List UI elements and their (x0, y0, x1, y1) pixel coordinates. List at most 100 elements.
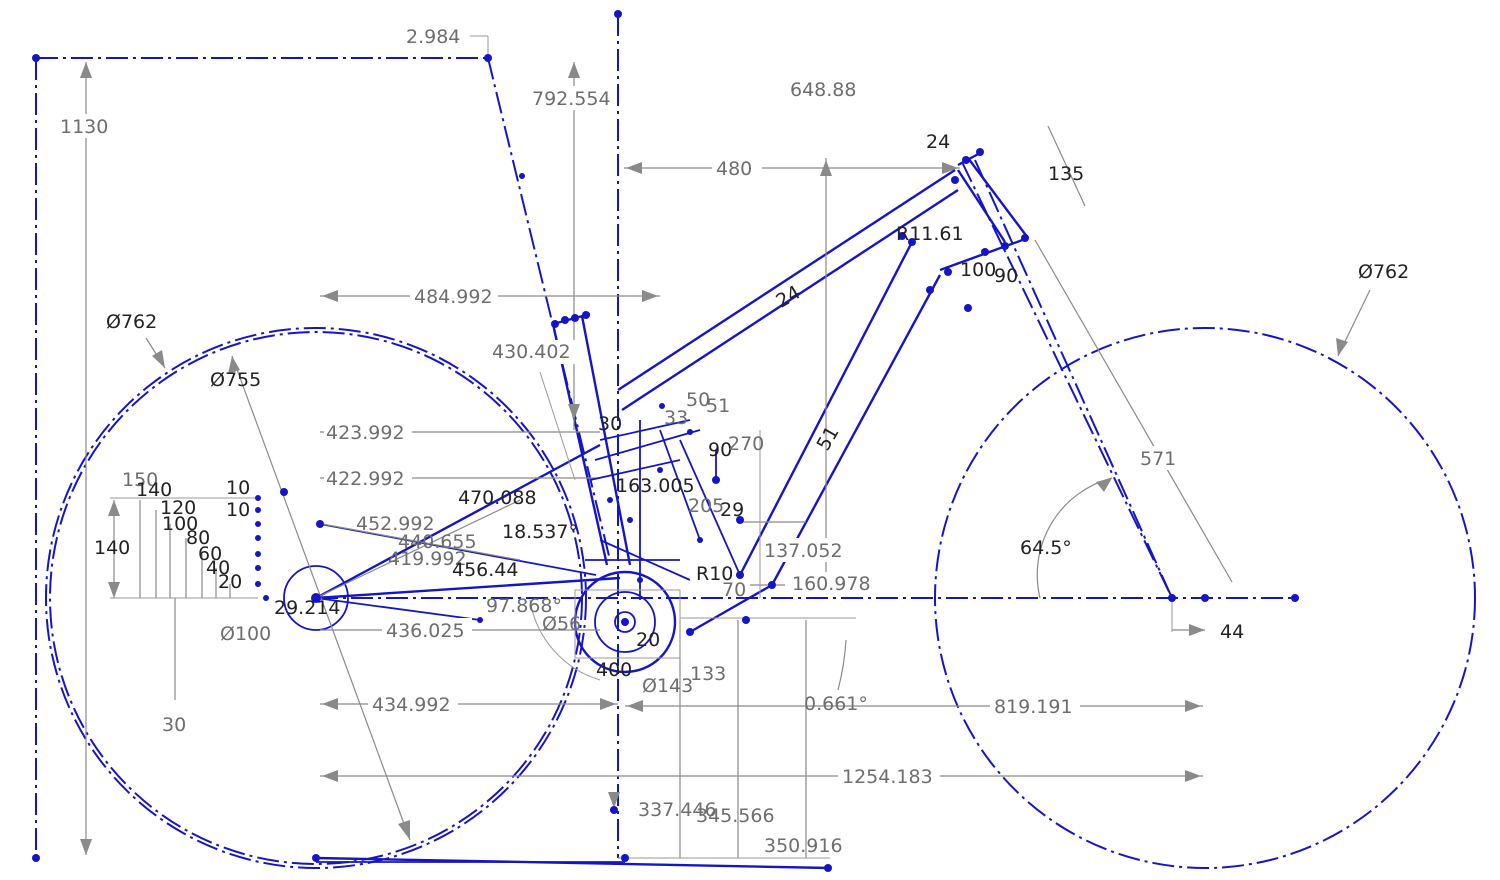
dim-label-dia143[interactable]: Ø143 (642, 675, 693, 697)
dim-label-10b[interactable]: 10 (226, 499, 250, 521)
chain-stay[interactable] (315, 576, 621, 600)
dim-label-70[interactable]: 70 (722, 579, 746, 601)
dim-label-60[interactable]: 60 (198, 543, 222, 565)
dim-label-30[interactable]: 30 (162, 714, 186, 736)
dim-label-160978[interactable]: 160.978 (792, 573, 871, 595)
dim-label-29[interactable]: 29 (720, 499, 744, 521)
dim-571-line[interactable] (1034, 239, 1233, 583)
dim-label-140b[interactable]: 140 (136, 479, 172, 501)
dim-452-line[interactable] (321, 523, 521, 561)
dim-label-484992[interactable]: 484.992 (414, 286, 493, 308)
dim-label-400[interactable]: 400 (596, 659, 632, 681)
dim-label-90b[interactable]: 90 (708, 439, 732, 461)
dim-label-571[interactable]: 571 (1140, 448, 1176, 470)
rear-hub-spoke[interactable] (315, 597, 481, 621)
seat-stay[interactable] (315, 443, 601, 600)
dim-label-434992[interactable]: 434.992 (372, 694, 451, 716)
dim-label-819191[interactable]: 819.191 (994, 696, 1073, 718)
seat-tube-extension[interactable] (487, 57, 611, 561)
dim-label-33[interactable]: 33 (664, 407, 688, 429)
arrow-1254-l (322, 770, 338, 782)
ground-line[interactable] (315, 856, 831, 870)
down-tube-lower[interactable] (770, 274, 942, 586)
dim-label-452992[interactable]: 452.992 (356, 513, 435, 535)
top-tube-upper[interactable] (617, 168, 956, 392)
dim-0661-arc[interactable] (837, 639, 847, 691)
dim-label-50[interactable]: 50 (686, 389, 710, 411)
dim-label-792554[interactable]: 792.554 (532, 88, 611, 110)
dim-label-97868[interactable]: 97.868° (486, 595, 562, 617)
dim-label-423992[interactable]: 423.992 (326, 422, 405, 444)
seat-tube-right[interactable] (580, 315, 632, 566)
dim-label-100b[interactable]: 100 (162, 513, 198, 535)
rear-wheel-circle[interactable] (45, 327, 587, 869)
dim-label-dia100[interactable]: Ø100 (220, 623, 271, 645)
head-tube-rear[interactable] (956, 169, 1007, 243)
dim-135-line[interactable] (1047, 125, 1086, 207)
dim-label-20[interactable]: 20 (218, 571, 242, 593)
steering-axis-line-2[interactable] (961, 161, 1173, 599)
dim-label-1254183[interactable]: 1254.183 (842, 766, 933, 788)
pt-bb-f (697, 537, 703, 543)
dim-label-90[interactable]: 90 (994, 265, 1018, 287)
dim-label-419992[interactable]: 419.992 (388, 548, 467, 570)
dim-645-arc[interactable] (1036, 477, 1113, 599)
dim-label-163005[interactable]: 163.005 (616, 475, 695, 497)
dim-label-440655[interactable]: 440.655 (398, 531, 477, 553)
dim-label-29214[interactable]: 29.214 (274, 597, 340, 619)
dim-label-436025[interactable]: 436.025 (386, 620, 465, 642)
dim-label-1130[interactable]: 1130 (60, 116, 108, 138)
dim-label-51[interactable]: 51 (706, 395, 730, 417)
dim-label-100[interactable]: 100 (960, 259, 996, 281)
dim-label-64888[interactable]: 648.88 (790, 79, 856, 101)
bb-circle-small[interactable] (614, 611, 636, 633)
dim-label-270[interactable]: 270 (728, 433, 764, 455)
dim-label-dia56[interactable]: Ø56 (542, 613, 581, 635)
arrow-792-top (568, 62, 580, 78)
down-tube-lower-curve[interactable] (689, 583, 773, 634)
dim-label-24-top[interactable]: 24 (926, 131, 950, 153)
dim-label-205[interactable]: 205 (688, 495, 724, 517)
dim-label-2984[interactable]: 2.984 (406, 26, 460, 48)
dim-label-470088[interactable]: 470.088 (458, 487, 537, 509)
bb-detail-box (574, 589, 681, 659)
dim-label-430402[interactable]: 430.402 (492, 341, 571, 363)
dim-label-645[interactable]: 64.5° (1020, 537, 1072, 559)
dim-label-30b[interactable]: 30 (598, 413, 622, 435)
dim-label-480[interactable]: 480 (716, 158, 752, 180)
dim-label-422992[interactable]: 422.992 (326, 468, 405, 490)
head-tube-front[interactable] (967, 157, 1029, 239)
dim-label-350916[interactable]: 350.916 (764, 835, 843, 857)
top-tube-lower[interactable] (621, 188, 959, 412)
dim-label-0661[interactable]: 0.661° (804, 693, 868, 715)
dim-label-40[interactable]: 40 (206, 557, 230, 579)
seat-tube-left[interactable] (551, 323, 609, 566)
dim-label-133[interactable]: 133 (690, 663, 726, 685)
steering-axis-line[interactable] (974, 159, 1173, 599)
dim-label-762-right[interactable]: Ø762 (1358, 261, 1409, 283)
dim-label-135[interactable]: 135 (1048, 163, 1084, 185)
dim-label-345566[interactable]: 345.566 (696, 805, 775, 827)
dim-label-45644[interactable]: 456.44 (452, 559, 518, 581)
pt-dt-3 (736, 516, 744, 524)
dim-label-18537[interactable]: 18.537° (502, 521, 578, 543)
dim-label-10a[interactable]: 10 (226, 477, 250, 499)
dim-label-140[interactable]: 140 (94, 537, 130, 559)
dim-label-120[interactable]: 120 (160, 497, 196, 519)
dropout-circle[interactable] (283, 565, 349, 631)
dim-label-r1161[interactable]: R11.61 (896, 223, 964, 245)
dim-label-80[interactable]: 80 (186, 527, 210, 549)
pt-bb-d (687, 429, 693, 435)
dim-label-762-left[interactable]: Ø762 (106, 311, 157, 333)
front-wheel-circle[interactable] (934, 327, 1476, 869)
dim-label-44[interactable]: 44 (1220, 621, 1244, 643)
dim-label-137052[interactable]: 137.052 (764, 540, 843, 562)
dim-label-150[interactable]: 150 (122, 469, 158, 491)
dim-label-r10[interactable]: R10 (696, 563, 733, 585)
dim-label-337446[interactable]: 337.446 (638, 799, 717, 821)
dim-label-20b[interactable]: 20 (636, 629, 660, 651)
dim-label-755[interactable]: Ø755 (210, 369, 261, 391)
dim-470-line[interactable] (319, 499, 521, 597)
bb-circle-inner[interactable] (594, 591, 656, 653)
